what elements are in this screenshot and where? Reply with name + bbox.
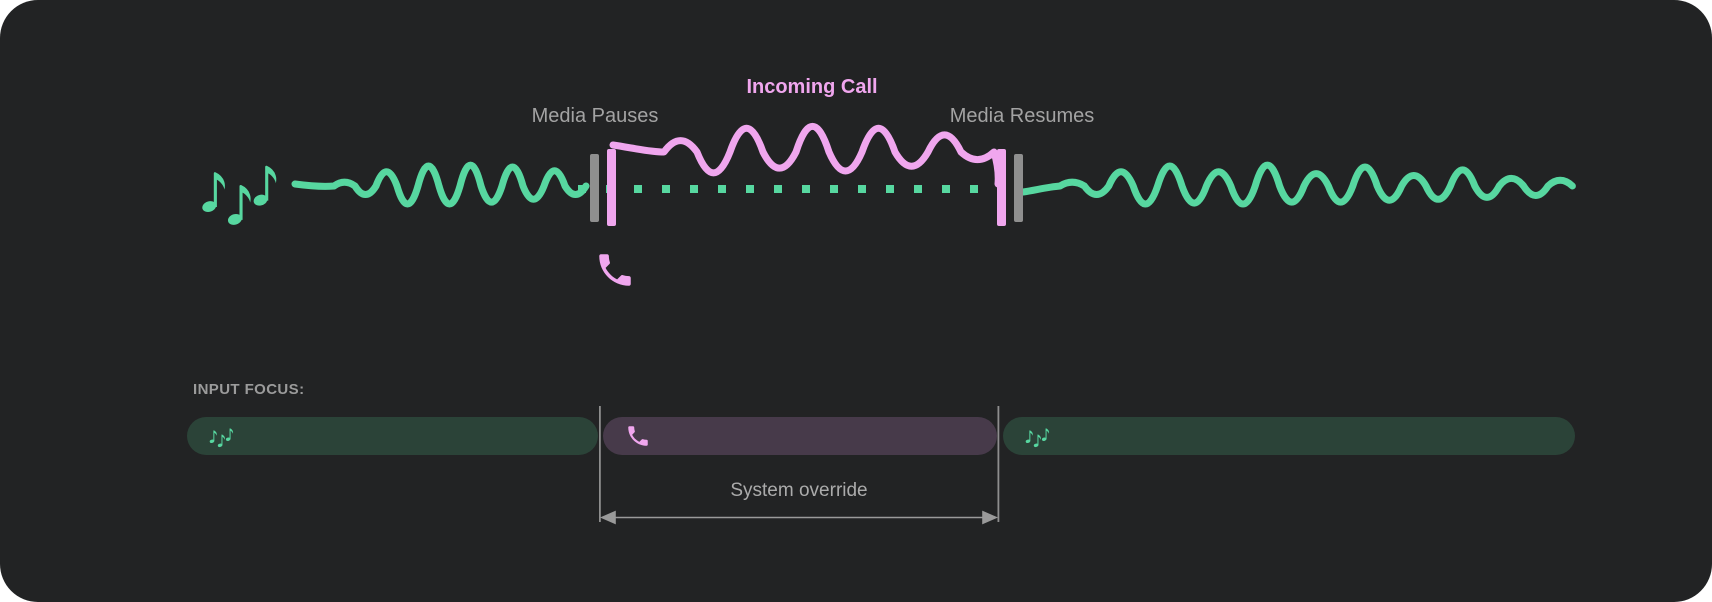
call-end-marker	[997, 149, 1006, 226]
media-resumes-label: Media Resumes	[949, 105, 1095, 127]
override-bracket-left	[599, 406, 601, 522]
media-pauses-label: Media Pauses	[531, 105, 659, 127]
override-bracket-right	[997, 406, 1000, 522]
incoming-call-label: Incoming Call	[746, 76, 878, 98]
media-waveform-left	[291, 161, 590, 208]
media-waveform-right	[1019, 161, 1576, 208]
media-pause-marker	[590, 154, 599, 222]
call-focus-bar	[603, 417, 997, 455]
system-override-label: System override	[730, 480, 868, 501]
music-notes-icon	[209, 422, 234, 450]
call-start-marker	[607, 149, 616, 226]
system-override-arrow	[600, 510, 998, 525]
input-focus-heading: INPUT FOCUS:	[193, 381, 305, 398]
incoming-call-waveform	[609, 123, 1002, 188]
media-focus-bar-after	[1003, 417, 1575, 455]
media-focus-bar-before	[187, 417, 598, 455]
music-notes-icon	[1025, 422, 1050, 450]
phone-icon	[628, 426, 648, 446]
media-resume-marker	[1014, 154, 1023, 222]
phone-icon	[599, 254, 631, 286]
music-notes-icon	[201, 166, 276, 227]
